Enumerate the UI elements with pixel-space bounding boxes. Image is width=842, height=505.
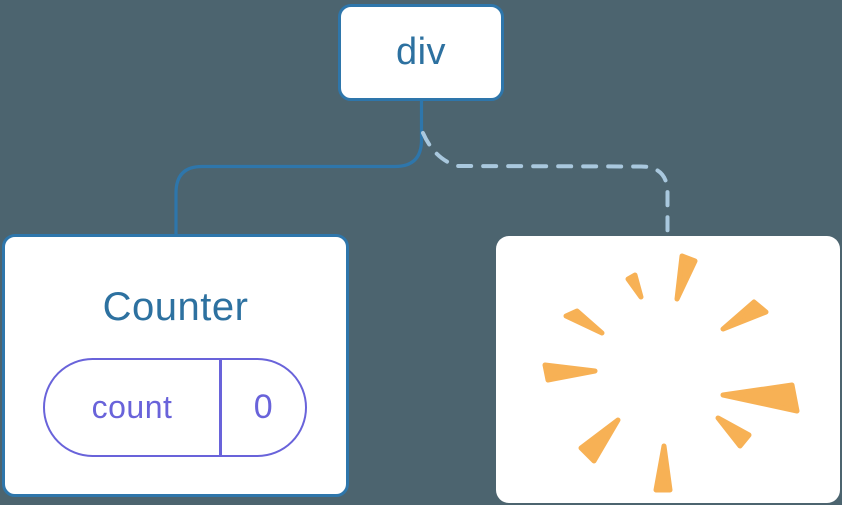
counter-state-pill: count 0 bbox=[43, 358, 307, 457]
div-node-label: div bbox=[395, 31, 447, 73]
tree-node-counter: Counter count 0 bbox=[2, 234, 349, 497]
tree-node-removed bbox=[496, 236, 840, 503]
edge-solid-to-counter bbox=[174, 101, 424, 236]
tree-node-div: div bbox=[338, 4, 504, 101]
edge-dashed-to-removed bbox=[421, 131, 670, 240]
state-value-label: 0 bbox=[253, 388, 273, 426]
state-name-label: count bbox=[91, 389, 173, 425]
poof-starburst-icon bbox=[542, 253, 800, 493]
state-pill-divider bbox=[219, 360, 222, 455]
counter-title: Counter bbox=[102, 285, 249, 329]
